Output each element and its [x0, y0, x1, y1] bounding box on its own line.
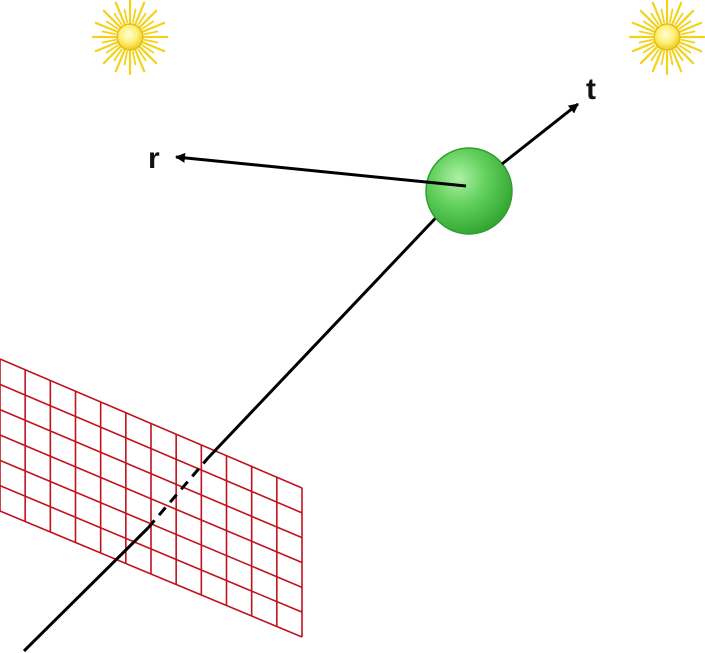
- image-plane-grid: [0, 358, 303, 638]
- transmitted-ray: [501, 102, 579, 166]
- primary-ray-upper-segment: [206, 184, 468, 460]
- sun-ray: [651, 47, 664, 73]
- sun-minor-ray: [680, 39, 696, 44]
- sun-minor-ray: [105, 44, 119, 54]
- sun-ray: [675, 45, 695, 65]
- sun-minor-ray: [638, 30, 654, 35]
- sun-minor-ray: [141, 20, 155, 30]
- sun-ray: [639, 9, 659, 29]
- sun-minor-ray: [669, 8, 674, 24]
- sun-minor-ray: [113, 48, 123, 62]
- sun-ray: [138, 9, 158, 29]
- sun-minor-ray: [650, 12, 660, 26]
- sun-ray: [102, 9, 122, 29]
- sphere-object: [425, 147, 513, 235]
- sun-core: [653, 23, 681, 51]
- sun-ray: [670, 47, 683, 73]
- sun-minor-ray: [143, 30, 159, 35]
- right-sun-icon: [628, 0, 705, 76]
- sun-ray: [138, 45, 158, 65]
- sun-minor-ray: [101, 30, 117, 35]
- grid-horizontal-line: [0, 358, 303, 489]
- sun-minor-ray: [674, 48, 684, 62]
- sun-ray: [94, 40, 120, 53]
- sun-ray: [677, 40, 703, 53]
- sun-minor-ray: [638, 39, 654, 44]
- sun-ray: [114, 1, 127, 27]
- left-sun-icon: [91, 0, 169, 76]
- sun-minor-ray: [660, 50, 665, 66]
- grid-horizontal-line: [0, 383, 303, 514]
- sun-minor-ray: [105, 20, 119, 30]
- sun-core: [116, 23, 144, 51]
- sun-minor-ray: [141, 44, 155, 54]
- primary-ray-dashed-segment: [146, 457, 210, 529]
- sun-minor-ray: [137, 48, 147, 62]
- sun-ray: [651, 1, 664, 27]
- sun-minor-ray: [680, 30, 696, 35]
- sun-minor-ray: [660, 8, 665, 24]
- sun-ray: [631, 40, 657, 53]
- sun-ray: [639, 45, 659, 65]
- sun-ray: [670, 1, 683, 27]
- reflected-ray-label: r: [148, 142, 160, 175]
- sun-ray: [94, 21, 120, 34]
- sun-minor-ray: [678, 20, 692, 30]
- sun-minor-ray: [132, 8, 137, 24]
- sun-minor-ray: [123, 50, 128, 66]
- grid-horizontal-line: [0, 484, 303, 613]
- sun-minor-ray: [113, 12, 123, 26]
- sun-ray: [114, 47, 127, 73]
- sun-minor-ray: [101, 39, 117, 44]
- sun-minor-ray: [669, 50, 674, 66]
- sun-minor-ray: [642, 44, 656, 54]
- sun-ray: [133, 47, 146, 73]
- sun-minor-ray: [678, 44, 692, 54]
- sun-minor-ray: [143, 39, 159, 44]
- sun-ray: [102, 45, 122, 65]
- sun-ray: [631, 21, 657, 34]
- grid-horizontal-line: [0, 510, 303, 638]
- grid-horizontal-line: [0, 434, 303, 564]
- sun-minor-ray: [642, 20, 656, 30]
- sun-ray: [140, 21, 166, 34]
- sun-ray: [140, 40, 166, 53]
- sun-minor-ray: [650, 48, 660, 62]
- transmitted-ray-label: t: [586, 73, 596, 106]
- reflected-ray: [175, 152, 467, 188]
- sun-ray: [133, 1, 146, 27]
- sun-minor-ray: [123, 8, 128, 24]
- sun-minor-ray: [674, 12, 684, 26]
- grid-horizontal-line: [0, 408, 303, 539]
- sun-ray: [677, 21, 703, 34]
- primary-ray-lower-segment: [22, 526, 150, 653]
- sun-minor-ray: [137, 12, 147, 26]
- sun-minor-ray: [132, 50, 137, 66]
- sun-ray: [675, 9, 695, 29]
